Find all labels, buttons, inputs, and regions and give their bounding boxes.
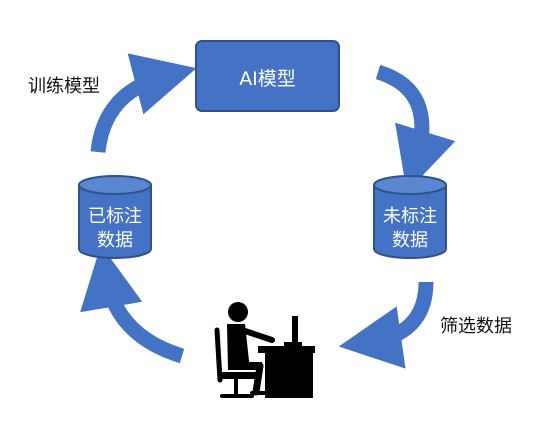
labeled-data-label-line2: 数据 xyxy=(97,230,133,251)
labeled-data-label-line1: 已标注 xyxy=(88,206,142,227)
train-arrow xyxy=(90,53,197,153)
unlabeled-data-label-line2: 数据 xyxy=(392,230,428,251)
labeled-data-cylinder xyxy=(78,175,152,259)
ai-model-box xyxy=(195,40,340,112)
person-at-computer-icon xyxy=(214,302,315,398)
ai-model-label: AI模型 xyxy=(239,68,296,90)
filter-data-label: 筛选数据 xyxy=(440,316,512,337)
filter-arrow xyxy=(338,281,434,369)
unlabeled-data-label-line1: 未标注 xyxy=(383,206,437,227)
unlabeled-data-cylinder xyxy=(373,175,447,259)
train-model-label: 训练模型 xyxy=(28,76,100,97)
model-to-unlabeled-arrow xyxy=(375,64,456,193)
person-to-labeled-arrow xyxy=(80,244,185,364)
